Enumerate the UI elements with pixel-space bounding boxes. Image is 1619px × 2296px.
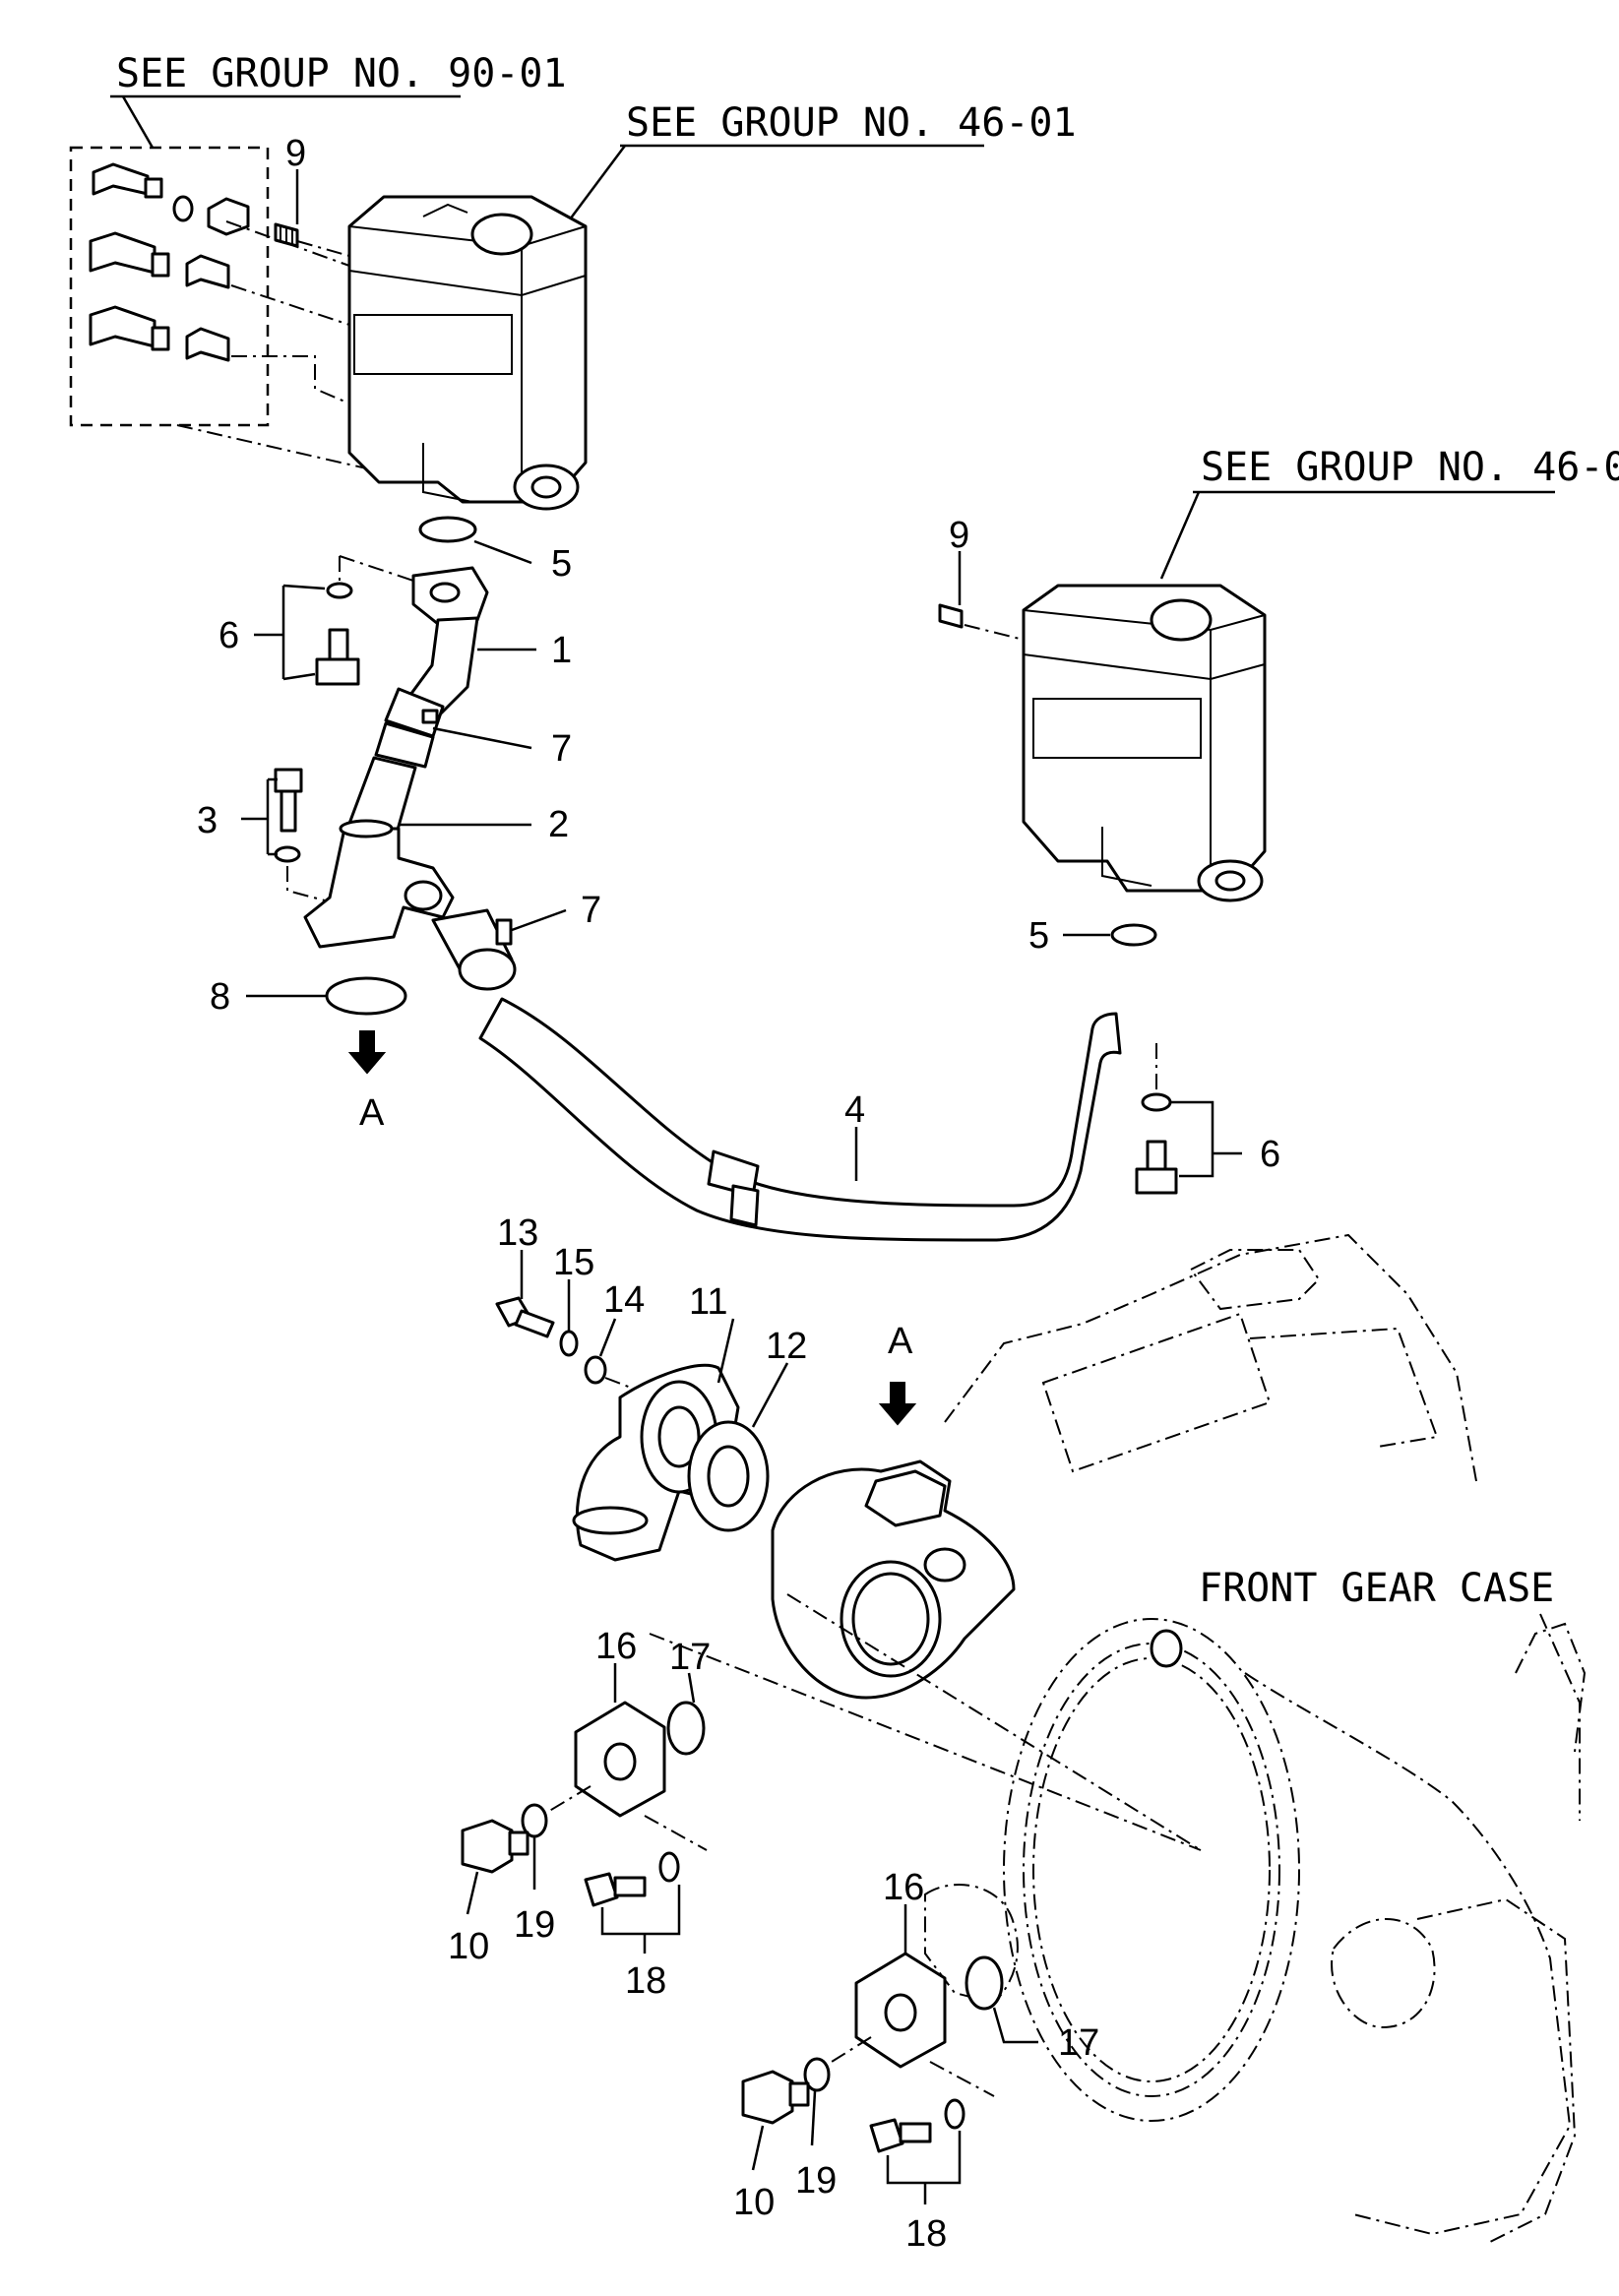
hose-clamp-7-upper: 7 [374, 687, 572, 770]
callout-10-right: 10 [733, 2182, 775, 2223]
pipe-4: 4 [478, 997, 1122, 1242]
hose-clamp-7-lower: 7 [431, 890, 601, 991]
callout-15: 15 [553, 1242, 594, 1283]
callout-6-right: 6 [1260, 1134, 1280, 1175]
callout-19-right: 19 [795, 2160, 837, 2202]
upper-housing [347, 195, 588, 511]
reference-group-46-01-right: SEE GROUP NO. 46-01 [1159, 445, 1619, 580]
right-housing [1022, 584, 1267, 902]
callout-7-lower: 7 [581, 890, 601, 931]
callout-13: 13 [497, 1212, 538, 1254]
callout-9-right: 9 [949, 515, 969, 556]
pipe-1: 1 [408, 566, 572, 718]
sensor-row-1 [92, 162, 250, 236]
o-ring-17-right: 17 [965, 1955, 1099, 2064]
sensor-row-2 [89, 231, 230, 289]
bolt-washer-3: 3 [197, 768, 326, 901]
cover-16-right: 16 [831, 1867, 947, 2069]
pipe-2: 2 [303, 756, 569, 949]
callout-11: 11 [689, 1281, 727, 1323]
gasket-12: 12 [687, 1326, 807, 1532]
callout-4: 4 [844, 1089, 865, 1131]
callout-6-upper: 6 [218, 615, 239, 656]
callout-16-right: 16 [883, 1867, 924, 1908]
callout-10-left: 10 [448, 1926, 489, 1967]
callout-14: 14 [603, 1279, 645, 1321]
callout-17-right: 17 [1058, 2022, 1099, 2064]
bolt-washer-6-right: 6 [1135, 1043, 1280, 1195]
sensor-assemblies [89, 162, 385, 473]
plug-10-left: 10 [448, 1819, 529, 1967]
o-ring-5-right: 5 [1028, 915, 1157, 957]
washer-15: 15 [553, 1242, 594, 1357]
callout-3: 3 [197, 800, 218, 841]
reference-label-46-01-top: SEE GROUP NO. 46-01 [626, 100, 1077, 146]
plug-9-top: 9 [274, 133, 350, 257]
washer-19-left: 19 [514, 1803, 555, 1946]
bolt-washer-18-right: 18 [869, 2061, 995, 2255]
view-arrow-a-upper: A [347, 1030, 387, 1134]
sensor-group-box [69, 146, 270, 427]
sensor-row-3 [89, 305, 230, 362]
washer-14: 14 [584, 1279, 645, 1385]
reference-label-90-01: SEE GROUP NO. 90-01 [116, 51, 567, 96]
pump-body [771, 1459, 1016, 1700]
callout-9-top: 9 [285, 133, 306, 174]
callout-7-upper: 7 [551, 728, 572, 770]
view-arrow-a-lower: A [878, 1321, 917, 1426]
view-label-a-lower: A [888, 1321, 913, 1362]
plug-9-right: 9 [938, 515, 1025, 641]
o-ring-17-left: 17 [666, 1637, 711, 1756]
reference-label-46-01-right: SEE GROUP NO. 46-01 [1201, 445, 1619, 490]
callout-1: 1 [551, 630, 572, 671]
bolt-13: 13 [495, 1212, 555, 1338]
bolt-washer-6-upper: 6 [218, 555, 414, 686]
plug-10-right: 10 [733, 2070, 810, 2223]
callout-18-right: 18 [905, 2213, 947, 2255]
view-label-a-upper: A [359, 1092, 385, 1134]
o-ring-5-top: 5 [418, 516, 572, 585]
front-gear-case-label: FRONT GEAR CASE [1199, 1566, 1554, 1611]
cover-16-left: 16 [545, 1626, 666, 1818]
o-ring-8: 8 [210, 976, 407, 1018]
callout-19-left: 19 [514, 1904, 555, 1946]
callout-16-left: 16 [595, 1626, 637, 1667]
callout-8: 8 [210, 976, 230, 1018]
reference-group-46-01-top: SEE GROUP NO. 46-01 [559, 100, 1077, 232]
front-gear-case [649, 1233, 1587, 2245]
callout-5-top: 5 [551, 543, 572, 585]
callout-5-right: 5 [1028, 915, 1049, 957]
callout-12: 12 [766, 1326, 807, 1367]
reference-group-90-01: SEE GROUP NO. 90-01 [69, 51, 567, 427]
bolt-washer-18-left: 18 [584, 1815, 708, 2002]
callout-17-left: 17 [669, 1637, 711, 1678]
callout-2: 2 [548, 804, 569, 845]
washer-19-right: 19 [795, 2057, 837, 2202]
callout-18-left: 18 [625, 1960, 666, 2002]
